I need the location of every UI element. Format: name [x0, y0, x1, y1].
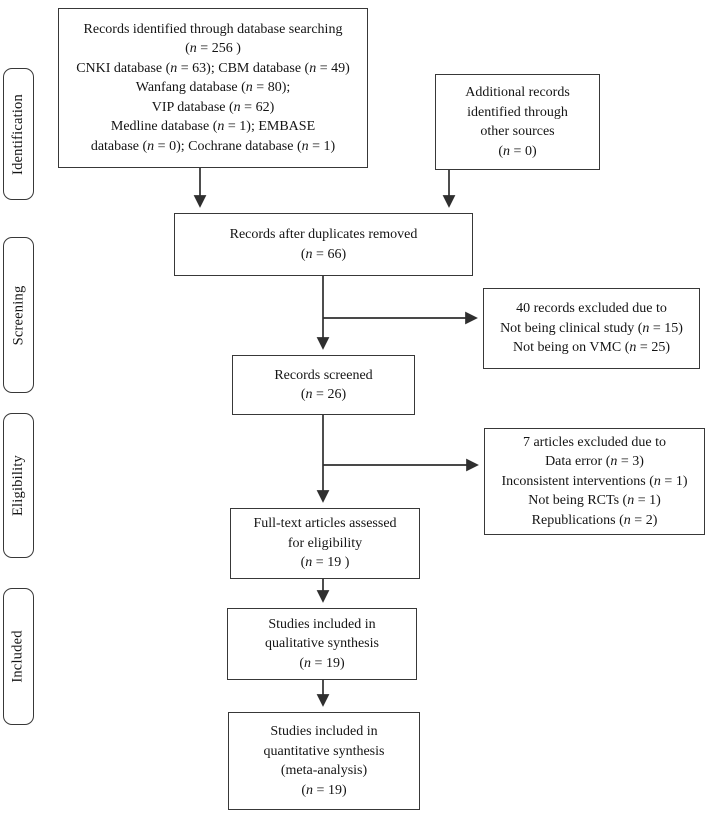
box-articles-excluded-eligibility: 7 articles excluded due to Data error (n …: [484, 428, 705, 535]
box-text-line: Studies included in: [268, 616, 376, 632]
stage-label-included: Included: [3, 588, 34, 725]
box-text-line: Full-text articles assessed: [253, 516, 397, 532]
box-text-line: other sources: [480, 124, 555, 139]
box-text-line: Medline database (n = 1); EMBASE: [110, 119, 316, 135]
box-text-line: Inconsistent interventions (n = 1): [501, 473, 688, 489]
box-studies-qualitative-synthesis: Studies included in qualitative synthesis…: [227, 608, 417, 680]
stage-label-identification: Identification: [3, 68, 34, 200]
box-text-line: 40 records excluded due to: [516, 301, 667, 317]
box-text-line: Additional records: [465, 85, 570, 100]
box-records-identified: Records identified through database sear…: [58, 8, 368, 168]
box-records-after-duplicates-removed: Records after duplicates removed (n = 66): [174, 213, 473, 276]
box-text-line: VIP database (n = 62): [151, 99, 275, 115]
box-text-line: (n = 66): [300, 246, 347, 262]
box-text-line: Records after duplicates removed: [229, 227, 418, 242]
box-text-line: 7 articles excluded due to: [522, 434, 667, 450]
box-text-line: qualitative synthesis: [265, 636, 379, 652]
box-records-screened: Records screened (n = 26): [232, 355, 415, 415]
box-text-line: (meta-analysis): [280, 763, 368, 778]
box-fulltext-articles-assessed: Full-text articles assessed for eligibili…: [230, 508, 420, 579]
box-text-line: Not being RCTs (n = 1): [528, 493, 661, 509]
box-text-line: for eligibility: [287, 535, 363, 551]
box-additional-records: Additional records identified through othe…: [435, 74, 600, 170]
box-text-line: Not being on VMC (n = 25): [513, 340, 670, 356]
box-text-line: (n = 19): [301, 782, 347, 798]
stage-label-text: Included: [10, 630, 26, 683]
box-text-line: (n = 19): [299, 655, 345, 671]
box-text-line: Records screened: [274, 367, 373, 383]
box-text-line: Data error (n = 3): [545, 454, 644, 470]
box-text-line: identified through: [467, 104, 568, 120]
stage-label-eligibility: Eligibility: [3, 413, 34, 558]
box-text-line: Wanfang database (n = 80);: [135, 80, 291, 96]
stage-label-text: Screening: [10, 285, 26, 345]
stage-label-screening: Screening: [3, 237, 34, 393]
box-studies-quantitative-synthesis: Studies included in quantitative synthesi…: [228, 712, 420, 810]
box-records-excluded-screening: 40 records excluded due to Not being clin…: [483, 288, 700, 369]
box-text-line: (n = 19 ): [300, 555, 350, 571]
box-text-line: (n = 256 ): [185, 41, 241, 57]
box-text-line: Records identified through database sear…: [83, 21, 343, 37]
box-text-line: Not being clinical study (n = 15): [500, 320, 683, 336]
stage-label-text: Identification: [10, 93, 27, 175]
box-text-line: Republications (n = 2): [531, 512, 658, 528]
box-text-line: Studies included in: [270, 724, 378, 739]
box-text-line: database (n = 0); Cochrane database (n =…: [90, 138, 336, 154]
box-text-line: quantitative synthesis: [263, 743, 385, 759]
box-text-line: (n = 0): [498, 143, 537, 159]
box-text-line: CNKI database (n = 63); CBM database (n …: [76, 60, 350, 76]
stage-label-text: Eligibility: [10, 454, 27, 517]
box-text-line: (n = 26): [300, 387, 347, 402]
